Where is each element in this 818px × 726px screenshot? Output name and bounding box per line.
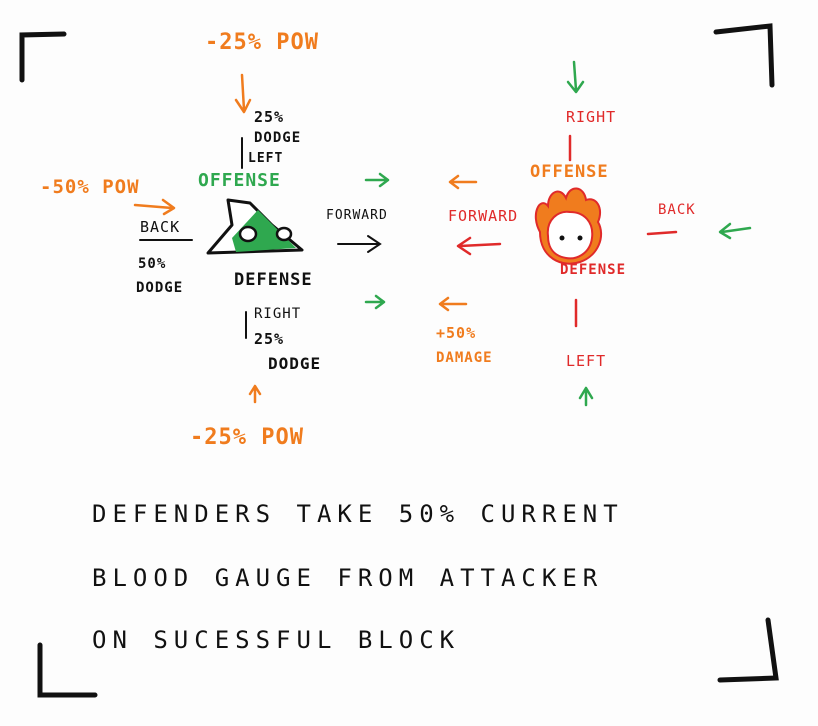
corner-bottom-right — [717, 617, 779, 683]
offense-label: OFFENSE — [198, 170, 281, 191]
damage-bonus-pct: +50% — [436, 324, 477, 342]
back-label: BACK — [140, 218, 181, 236]
forward-label: FORWARD — [326, 208, 388, 223]
damage-bonus-word: DAMAGE — [436, 350, 493, 366]
arrow-green-right-top — [364, 172, 390, 188]
arrow-right-orange — [133, 198, 176, 216]
arrow-green-right-bottom — [364, 294, 386, 310]
left-side-dodge-pct: 25% — [254, 108, 285, 126]
corner-top-left — [19, 31, 67, 83]
arrow-green-up — [578, 386, 594, 407]
enemy-left-label: LEFT — [566, 352, 607, 370]
corner-top-right — [713, 23, 775, 88]
arrow-down-orange — [234, 73, 252, 114]
bottom-pow-modifier: -25% POW — [190, 425, 304, 450]
arrow-green-left — [718, 222, 752, 240]
defense-label: DEFENSE — [234, 270, 313, 290]
corner-bottom-left — [37, 642, 98, 698]
left-side-dodge-word: DODGE — [254, 130, 302, 146]
corner-brackets — [19, 23, 779, 698]
enemy-forward-label: FORWARD — [448, 207, 519, 225]
rule-line-1: DEFENDERS TAKE 50% CURRENT — [92, 500, 624, 528]
back-dodge-pct: 50% — [138, 256, 167, 272]
arrow-green-down — [566, 60, 585, 94]
right-side-dodge-pct: 25% — [254, 330, 285, 348]
left-pow-modifier: -50% POW — [40, 176, 140, 198]
enemy-back-label: BACK — [658, 202, 696, 218]
flame-character — [534, 187, 603, 265]
rule-line-3: ON SUCESSFUL BLOCK — [92, 626, 461, 654]
arrow-orange-left-top — [448, 174, 478, 190]
arrow-orange-left-bottom — [438, 296, 468, 312]
back-dodge-word: DODGE — [136, 280, 184, 296]
rule-line-2: BLOOD GAUGE FROM ATTACKER — [92, 564, 604, 592]
arrow-red-forward — [456, 236, 502, 256]
top-pow-modifier: -25% POW — [205, 30, 319, 55]
enemy-defense-label: DEFENSE — [560, 262, 627, 278]
enemy-offense-label: OFFENSE — [530, 162, 609, 182]
tick-red-back — [646, 230, 678, 236]
wizard-hat-character — [206, 198, 304, 255]
right-side-dodge-word: DODGE — [268, 354, 322, 373]
left-side-label: LEFT — [248, 151, 284, 166]
enemy-right-label: RIGHT — [566, 108, 617, 126]
arrow-up-orange — [248, 384, 262, 404]
arrow-forward-black — [337, 235, 382, 253]
right-side-label: RIGHT — [254, 306, 302, 322]
